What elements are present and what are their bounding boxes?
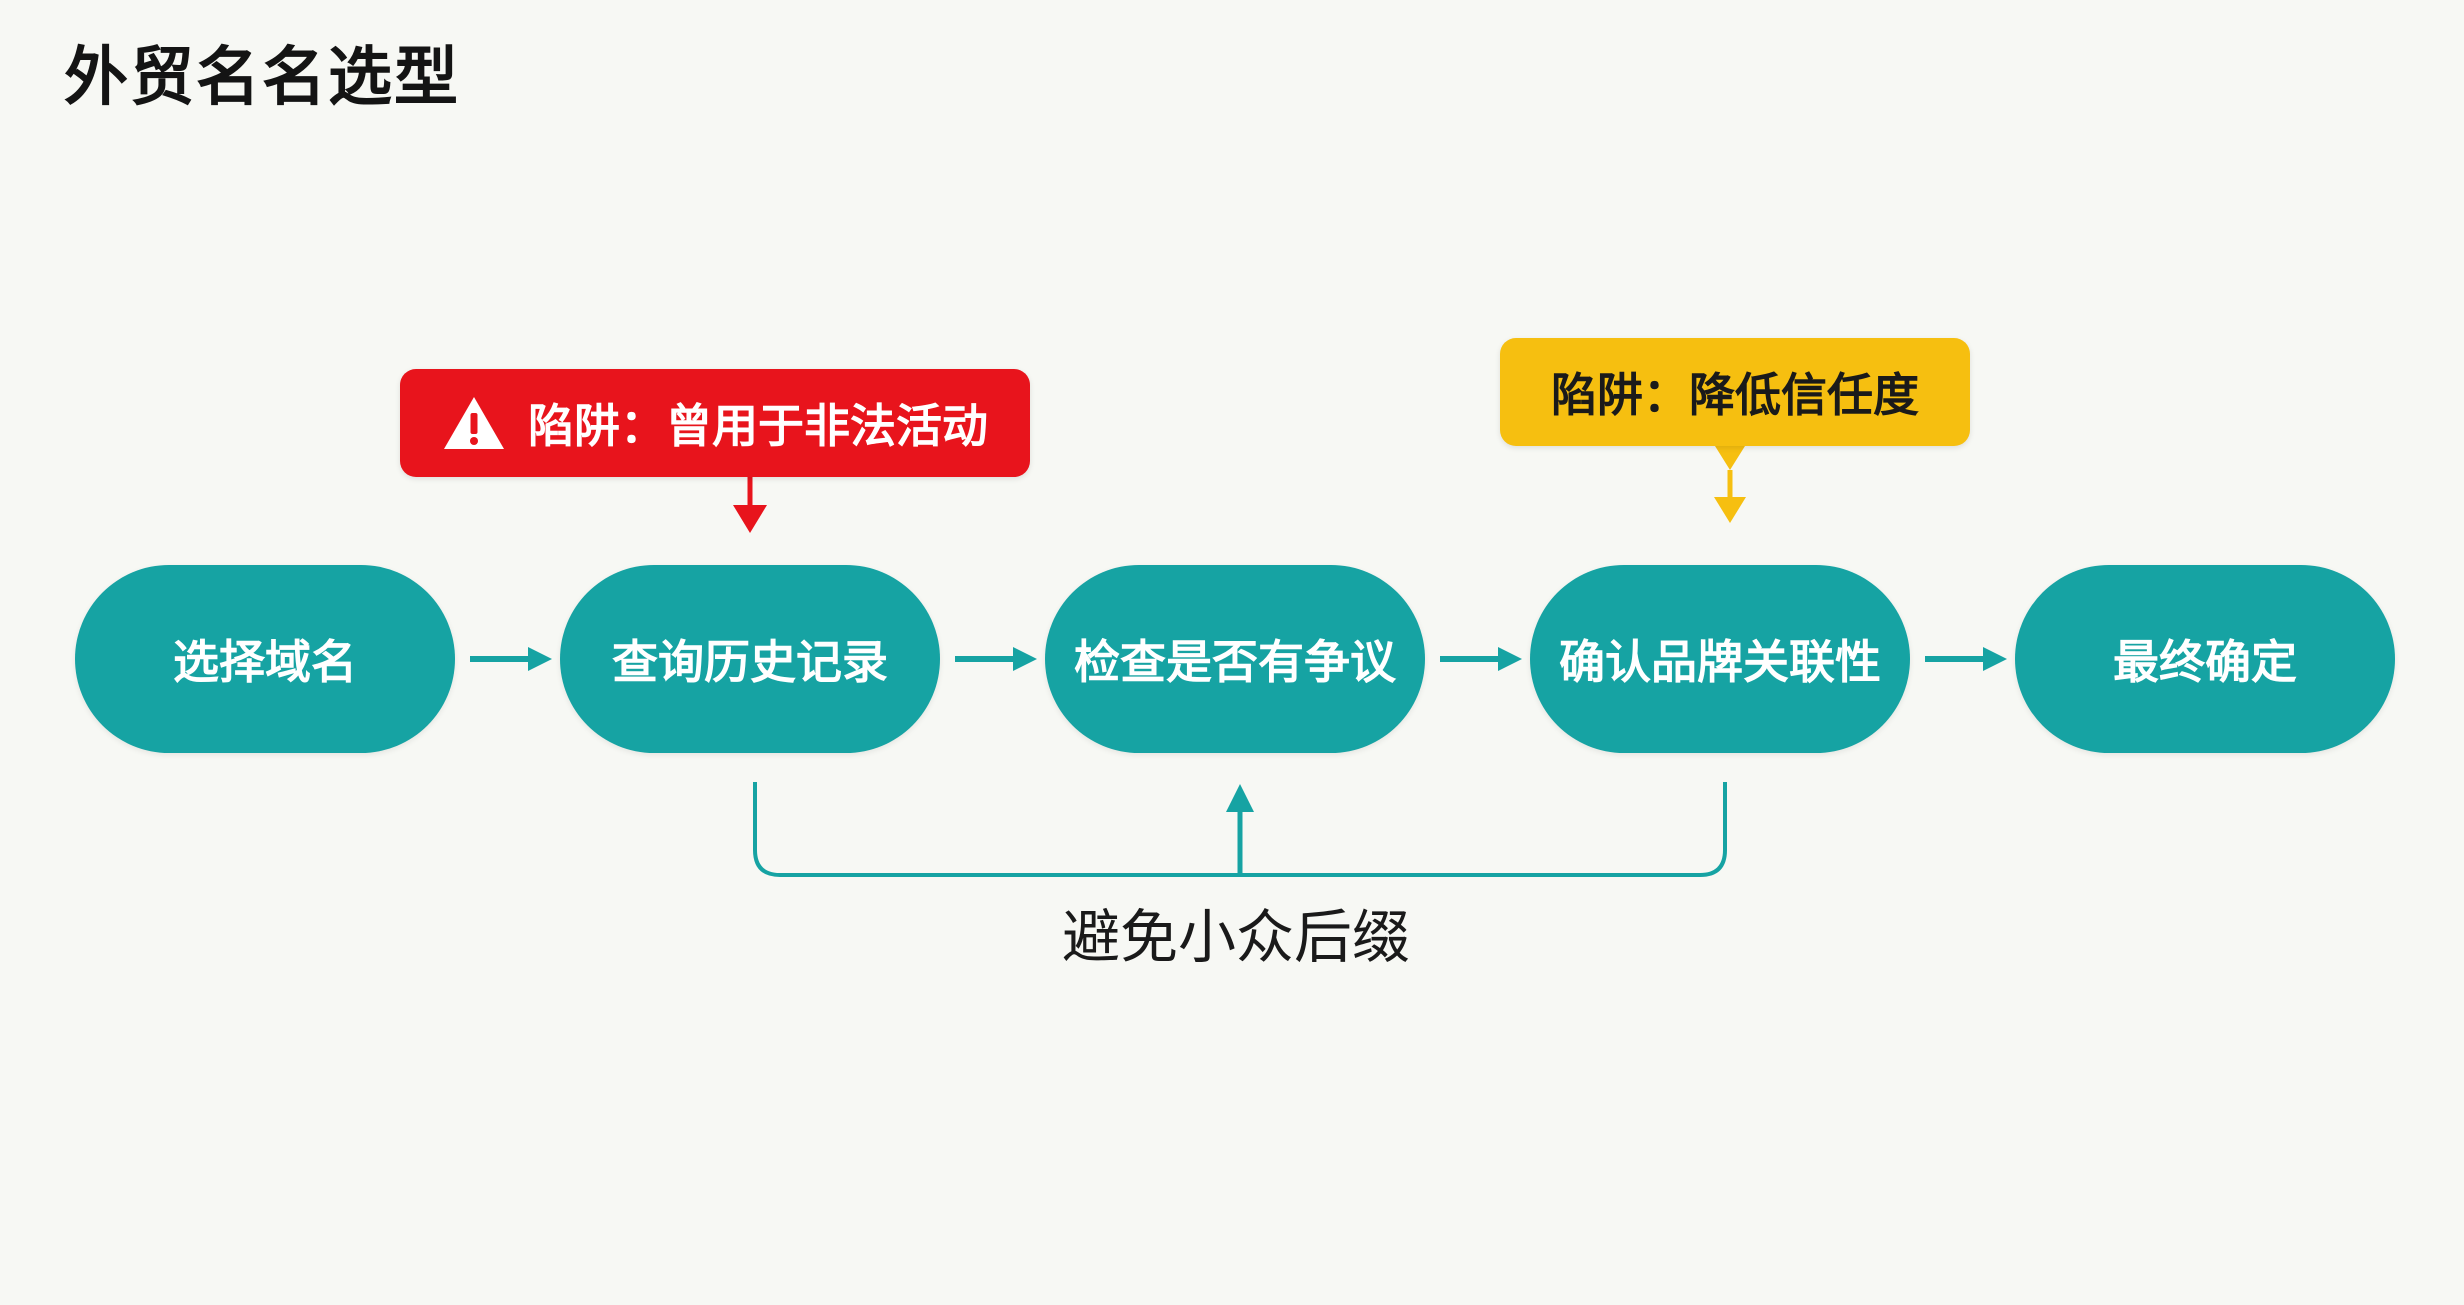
yellow-callout-pointer <box>1714 446 1746 523</box>
flow-arrow-4-5 <box>1925 647 2007 671</box>
callout-illegal-use: 陷阱：曾用于非法活动 <box>400 369 1030 477</box>
red-callout-pointer <box>733 477 767 533</box>
callout-trust: 陷阱：降低信任度 <box>1500 338 1970 446</box>
step-confirm-brand: 确认品牌关联性 <box>1530 565 1910 753</box>
flow-arrow-3-4 <box>1440 647 1522 671</box>
callout-trust-label: 陷阱：降低信任度 <box>1551 368 1919 422</box>
warning-icon <box>444 397 504 449</box>
feedback-loop-label: 避免小众后缀 <box>1061 903 1410 971</box>
flow-arrow-1-2 <box>470 647 552 671</box>
callout-illegal-use-label: 陷阱：曾用于非法活动 <box>528 399 988 453</box>
feedback-up-arrow <box>1226 784 1254 875</box>
step-select-domain: 选择域名 <box>75 565 455 753</box>
step-check-disputes: 检查是否有争议 <box>1045 565 1425 753</box>
step-check-history: 查询历史记录 <box>560 565 940 753</box>
flow-arrow-2-3 <box>955 647 1037 671</box>
page-title: 外贸名名选型 <box>64 41 460 115</box>
step-final-confirm: 最终确定 <box>2015 565 2395 753</box>
